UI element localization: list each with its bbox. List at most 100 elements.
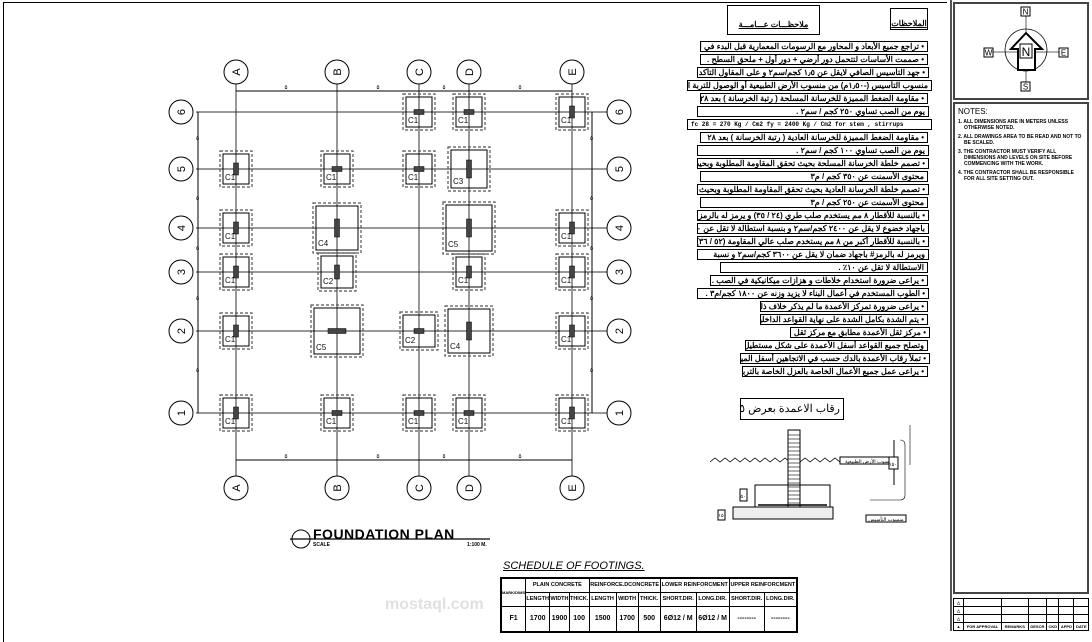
column-header: WIDTH [615,591,639,607]
compass-s: S [1023,83,1028,92]
grid-label: 2 [614,328,626,334]
grid-label: 6 [176,109,188,115]
dim-label: ٥٠ [740,494,745,500]
footing-outline [219,253,253,291]
footing-inner [402,314,436,348]
footing-A1: C1 [219,394,253,432]
arabic-note-line: • مركز ثقل الأعمدة مطابق مع مركز ثقل الق… [790,327,930,338]
footing-outline [555,209,589,247]
footing-inner [455,397,483,429]
notes-title: ملاحظـــات عـــامـــة [738,20,809,29]
title-underline [290,529,490,549]
column [569,324,575,338]
grid-bubble-3 [606,259,632,285]
footing-label: C4 [318,239,329,248]
arabic-note-line: • بالنسبة للأقطار ٨ مم يستخدم صلب طري (٢… [697,210,929,221]
grid-bubble-B [324,59,350,85]
column-header: SHORT.DIR. [728,591,765,607]
column [233,265,239,279]
schedule-cell: 1700 [525,605,551,633]
grid-label: 4 [614,225,626,231]
dimension-text: ٥ [442,85,445,91]
grid-label: A [231,484,243,492]
column [463,410,475,416]
grid-bubble-1 [168,400,194,426]
footing-inner [315,205,359,251]
footing-inner [320,255,354,289]
footing-outline [219,394,253,432]
column-header: LONG.DIR. [695,591,730,607]
footing-D1: C1 [452,394,486,432]
footing-D3: C1 [452,253,486,291]
column [569,265,575,279]
footing-label: C1 [225,335,236,344]
arabic-note-line: محتوى الأسمنت عن ٣٥٠ كجم / م٣ [700,171,928,182]
arabic-note-line: • تملأ رقاب الأعمدة بالدك حسب في الاتجاه… [740,353,930,364]
note-item: 3. THE CONTRACTOR MUST VERIFY ALL DIMENS… [958,149,1073,167]
footing-label: C1 [458,116,469,125]
footing-A4: C1 [219,209,253,247]
column [466,321,472,341]
footing-label: C1 [458,417,469,426]
column [331,166,343,172]
foundation-level-label: منسوب التأسيس [868,515,904,523]
dimension-text: ٥ [590,368,593,374]
footing-inner [222,315,250,347]
schedule-cell: 6Ø12 / M [659,605,697,633]
column [569,406,575,420]
grid-bubble-D [456,475,482,501]
column [233,221,239,235]
footing-outline [444,305,494,357]
column-header: SHORT.DIR. [659,591,697,607]
grid-label: B [332,68,344,75]
footing-label: C3 [453,177,464,186]
footing-outline [555,394,589,432]
compass-e: E [1061,49,1066,58]
grid-label: 2 [176,328,188,334]
footing-B4: C4 [312,202,362,254]
column-header: WIDTH [549,591,570,607]
grid-bubble-C [406,59,432,85]
column [327,328,347,334]
grid-bubble-B [324,475,350,501]
footing-outline [452,253,486,291]
column-header: LENGTH [525,591,551,607]
footing-B1: C1 [320,394,354,432]
grid-bubble-A [223,475,249,501]
footing-label: C5 [448,240,459,249]
footing-outline [320,150,354,188]
schedule-cell: 1500 [588,605,617,633]
grid-bubble-6 [606,99,632,125]
footing-C1: C1 [402,394,436,432]
footing-inner [323,397,351,429]
column-header: THICK. [637,591,661,607]
column [331,410,343,416]
title-block [950,0,1092,631]
grid-label: B [332,484,344,491]
schedule-cell: -------- [728,605,765,633]
arabic-note-line: • يتم الشدة بكامل الشدة على نهاية القواع… [760,314,928,325]
notes-heading: NOTES: [958,107,988,116]
footing-inner [450,149,488,189]
footing-label: C1 [561,232,572,241]
notes-header: الملاحظات [890,8,928,30]
compass-center-label: N [1022,45,1031,59]
compass-icon: N N S W E [983,6,1069,92]
column-header: THICK. [568,591,590,607]
column [413,109,425,115]
drawing-frame [3,2,947,642]
footing-inner [558,397,586,429]
footing-C5: C1 [402,150,436,188]
mark-dims-header: MARK/DIMS [500,577,527,607]
schedule-cell: 1700 [615,605,639,633]
grid-bubble-4 [606,215,632,241]
footing-label: C2 [323,277,334,286]
footing-label: C1 [408,173,419,182]
footing-label: C1 [408,417,419,426]
grid-label: 6 [614,109,626,115]
footing-A3: C1 [219,253,253,291]
note-item: 1. ALL DIMENSIONS ARE IN METERS UNLESS O… [958,119,1069,131]
grid-bubble-5 [168,156,194,182]
footing-B3: C2 [317,252,357,292]
dimension-text: ٥ [196,196,199,202]
